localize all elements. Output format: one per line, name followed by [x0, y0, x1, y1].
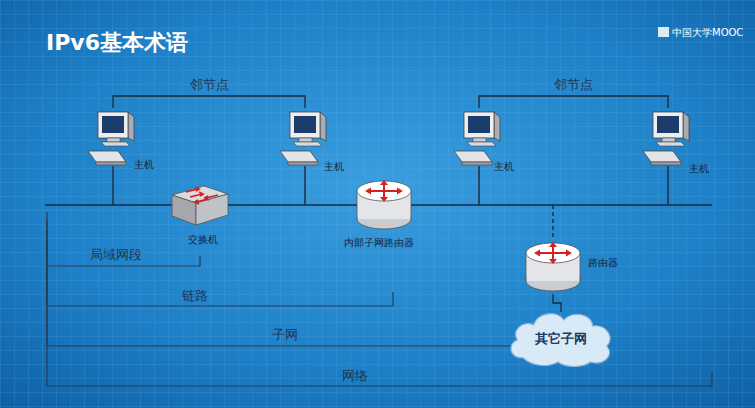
device-label: 主机: [134, 158, 154, 172]
switch-node: 交换机: [168, 183, 238, 249]
uplink-line: [553, 294, 561, 312]
scope-label: 局域网段: [90, 246, 142, 264]
edge-label: 邻节点: [554, 76, 593, 94]
device-label: 主机: [689, 162, 709, 176]
router-icon: [524, 240, 582, 296]
cloud-node: 其它子网: [505, 306, 617, 368]
switch-icon: [168, 183, 232, 229]
router-node: 内部子网路由器: [340, 178, 444, 250]
host-node: 主机: [639, 110, 719, 178]
cloud-label: 其它子网: [535, 330, 587, 348]
watermark: 中国大学MOOC: [672, 26, 743, 40]
slide-title: IPv6基本术语: [46, 28, 188, 58]
device-label: 交换机: [188, 233, 218, 247]
edge-label: 邻节点: [190, 76, 229, 94]
neighbor-bracket: [113, 96, 305, 108]
host-node: 主机: [450, 110, 530, 176]
device-label: 路由器: [588, 256, 618, 270]
device-label: 主机: [324, 160, 344, 174]
device-label: 内部子网路由器: [344, 236, 414, 250]
router-node: 路由器: [524, 240, 624, 298]
host-node: 主机: [84, 110, 164, 172]
scope-label: 子网: [272, 326, 298, 344]
device-label: 主机: [494, 160, 514, 174]
neighbor-bracket: [479, 96, 668, 108]
host-icon: [639, 110, 699, 170]
scope-label: 网络: [342, 367, 368, 385]
router-icon: [355, 178, 413, 234]
host-node: 主机: [276, 110, 356, 176]
scope-label: 链路: [182, 287, 208, 305]
